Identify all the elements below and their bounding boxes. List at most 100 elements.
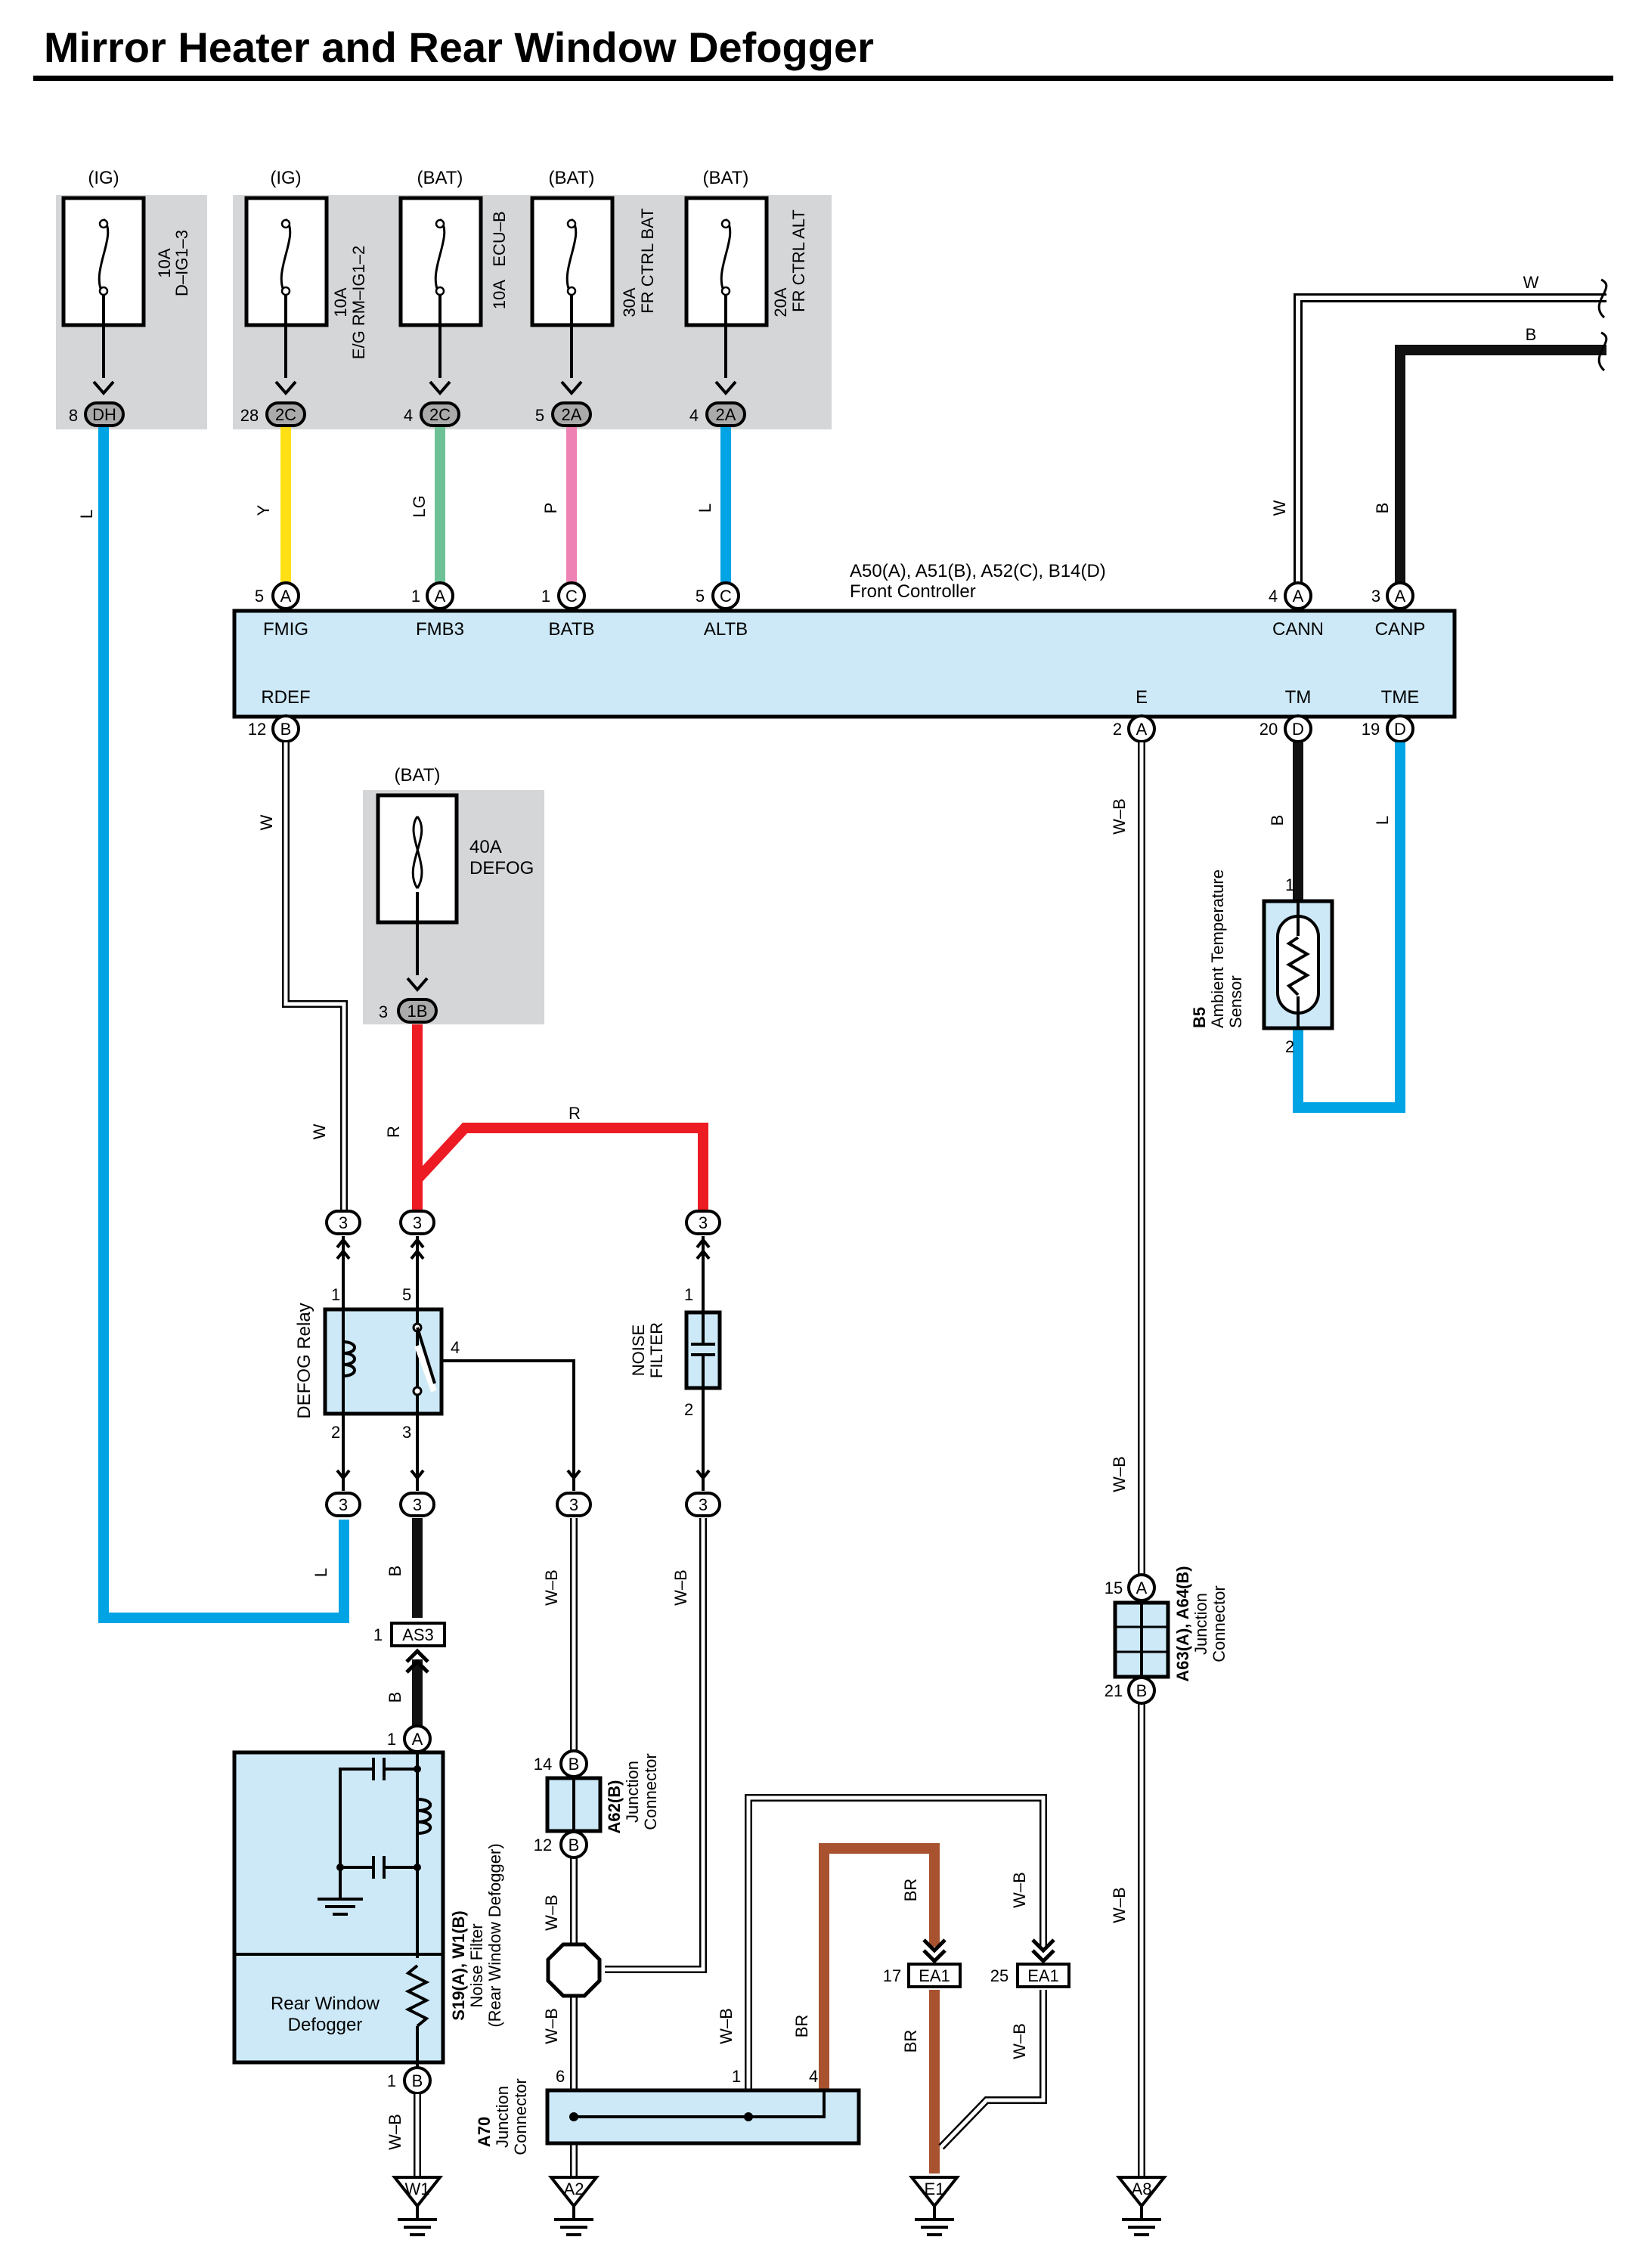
svg-text:3: 3 (379, 1002, 388, 1021)
wire-tme-l (1293, 742, 1405, 1113)
svg-text:DEFOG Relay: DEFOG Relay (294, 1303, 314, 1418)
fuse-eg-rm-ig1-2: (IG) 10A E/G RM–IG1–2 (244, 168, 368, 396)
svg-text:A8: A8 (1132, 2180, 1152, 2198)
svg-text:(BAT): (BAT) (395, 765, 441, 785)
svg-text:B: B (280, 720, 292, 739)
ground-a2: A2 (547, 2176, 600, 2236)
svg-text:W–B: W–B (386, 2114, 404, 2150)
splice-point (546, 1942, 602, 1998)
svg-text:Noise Filter: Noise Filter (467, 1923, 486, 2007)
svg-text:FR CTRL BAT: FR CTRL BAT (638, 208, 657, 313)
svg-text:FR CTRL ALT: FR CTRL ALT (789, 209, 808, 312)
title-rule (33, 76, 1613, 81)
svg-text:TME: TME (1381, 687, 1420, 708)
svg-text:DEFOG: DEFOG (469, 858, 534, 878)
svg-text:4: 4 (404, 406, 413, 425)
svg-text:1: 1 (732, 2067, 741, 2086)
svg-text:W1: W1 (405, 2180, 430, 2198)
svg-text:3: 3 (699, 1213, 708, 1232)
svg-text:21: 21 (1105, 1681, 1123, 1700)
wire-can-w (1294, 293, 1606, 593)
wire-can-b (1395, 345, 1606, 593)
wire-label-lg: LG (410, 495, 429, 517)
svg-text:25: 25 (990, 1966, 1008, 1985)
wire-label-can-w: W (1523, 273, 1539, 292)
svg-text:5: 5 (255, 587, 264, 606)
ground-w1: W1 (391, 2176, 444, 2236)
connector-as3: AS3 1 (373, 1622, 446, 1647)
svg-text:W–B: W–B (542, 1895, 561, 1931)
svg-text:(IG): (IG) (270, 168, 301, 188)
svg-text:RDEF: RDEF (261, 687, 310, 708)
svg-text:C: C (720, 587, 732, 606)
svg-text:W–B: W–B (542, 2008, 561, 2044)
svg-text:3: 3 (413, 1495, 422, 1514)
svg-text:ECU–B: ECU–B (490, 211, 509, 266)
connectors-ea1: EA1 17 EA1 25 (883, 1963, 1070, 1988)
svg-text:B5: B5 (1190, 1007, 1209, 1028)
junction-a62: B 14 B 12 A62(B) JunctionConnector (534, 1749, 660, 1859)
fuse-name: D–IG1–3 (172, 230, 191, 296)
svg-text:CANN: CANN (1272, 619, 1324, 640)
svg-text:3: 3 (569, 1495, 578, 1514)
fuse-rating: 10A (155, 248, 174, 277)
svg-text:W–B: W–B (717, 2008, 736, 2044)
relay-switch-icon (416, 1327, 436, 1384)
svg-text:C: C (565, 587, 578, 606)
svg-text:R: R (569, 1104, 581, 1123)
svg-text:B: B (1373, 503, 1392, 514)
svg-text:(BAT): (BAT) (549, 168, 595, 188)
svg-text:2: 2 (1113, 720, 1122, 739)
svg-text:BR: BR (901, 1879, 920, 1902)
svg-text:TM: TM (1285, 687, 1312, 708)
svg-text:AS3: AS3 (402, 1625, 434, 1644)
svg-text:2A: 2A (562, 405, 582, 424)
svg-text:1: 1 (411, 587, 420, 606)
svg-text:L: L (311, 1568, 330, 1577)
svg-text:B: B (386, 1566, 404, 1577)
svg-text:2: 2 (1285, 1037, 1294, 1056)
svg-text:B: B (1268, 815, 1287, 826)
svg-text:E/G RM–IG1–2: E/G RM–IG1–2 (349, 246, 368, 359)
svg-text:B: B (386, 1692, 404, 1703)
svg-text:1: 1 (1285, 875, 1294, 894)
page-title: Mirror Heater and Rear Window Defogger (44, 23, 874, 71)
svg-text:FMIG: FMIG (263, 619, 308, 640)
svg-text:A: A (1293, 587, 1304, 606)
svg-text:1: 1 (387, 1730, 396, 1749)
junction-a63-a64: A 15 B 21 A63(A), A64(B) JunctionConnect… (1105, 1566, 1228, 1705)
svg-text:E: E (1136, 687, 1148, 708)
front-controller-connectors: A50(A), A51(B), A52(C), B14(D) (850, 561, 1106, 581)
svg-text:10A: 10A (490, 280, 509, 309)
svg-text:2C: 2C (429, 405, 451, 424)
wire-label-l: L (77, 510, 96, 519)
svg-text:A: A (412, 1730, 423, 1749)
relay-coil-icon (342, 1340, 356, 1377)
svg-text:W: W (257, 814, 276, 830)
svg-text:1: 1 (387, 2071, 396, 2090)
svg-text:EA1: EA1 (919, 1966, 950, 1985)
svg-text:3: 3 (402, 1423, 411, 1442)
svg-text:2C: 2C (275, 405, 296, 424)
svg-text:JunctionConnector: JunctionConnector (1191, 1585, 1228, 1662)
svg-text:3: 3 (1371, 587, 1380, 606)
svg-text:S19(A), W1(B): S19(A), W1(B) (449, 1910, 468, 2020)
wire-break-icon (1597, 278, 1608, 372)
svg-text:5: 5 (535, 406, 544, 425)
wire-label-l2: L (696, 503, 714, 513)
svg-text:3: 3 (339, 1495, 348, 1514)
ambient-temperature-sensor: 1 2 B5 Ambient TemperatureSensor (1190, 869, 1334, 1056)
svg-text:14: 14 (534, 1755, 552, 1774)
svg-text:40A: 40A (469, 837, 502, 857)
svg-text:30A: 30A (620, 287, 639, 317)
svg-text:DH: DH (92, 405, 116, 424)
wire-r-filter (413, 1123, 708, 1210)
svg-text:CANP: CANP (1375, 619, 1426, 640)
wire-label-can-b: B (1526, 325, 1537, 344)
wire-br (819, 1843, 940, 2090)
fuse-ecu-b: (BAT) 10A ECU–B (398, 168, 509, 396)
svg-text:A62(B): A62(B) (605, 1780, 624, 1834)
